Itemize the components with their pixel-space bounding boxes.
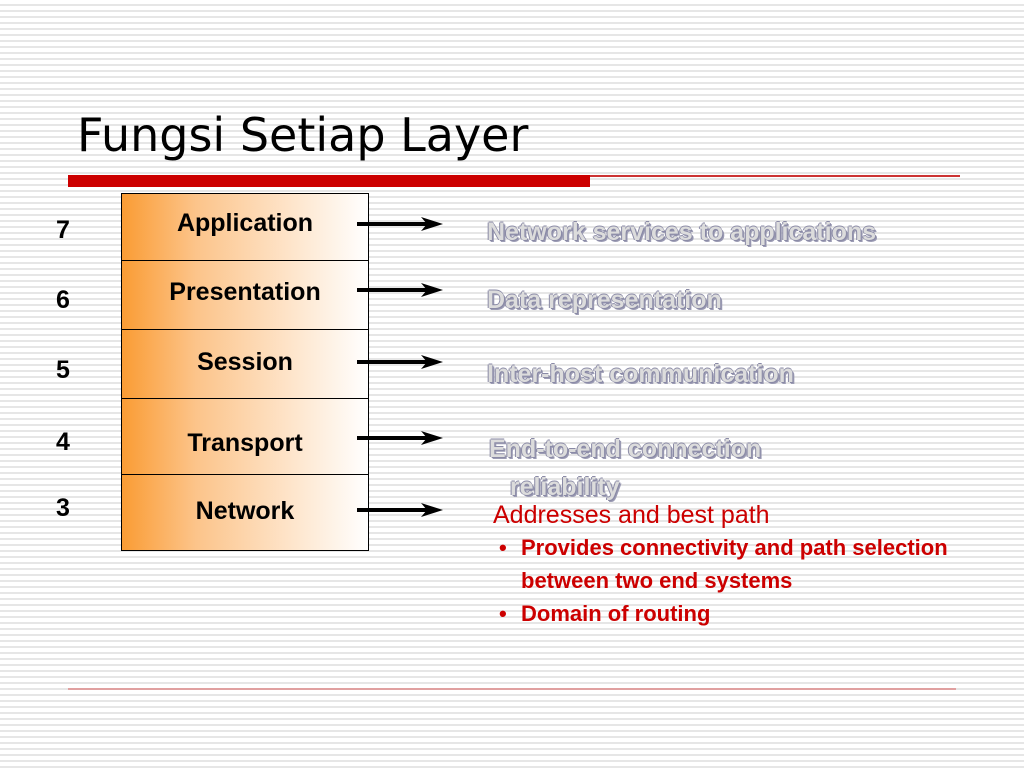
- network-detail: Addresses and best path Provides connect…: [493, 499, 961, 630]
- slide-title: Fungsi Setiap Layer: [77, 108, 529, 162]
- layer-box-session: Session: [121, 329, 369, 399]
- footer-rule: [68, 688, 956, 690]
- description-application: Network services to applications: [487, 218, 877, 246]
- network-detail-bullet: Domain of routing: [493, 597, 961, 630]
- network-detail-list: Provides connectivity and path selection…: [493, 531, 961, 630]
- layer-box-transport: Transport: [121, 398, 369, 475]
- title-underline-bar: [68, 175, 590, 187]
- layer-name-network: Network: [195, 497, 295, 525]
- layer-name-presentation: Presentation: [169, 278, 321, 306]
- layer-number-7: 7: [56, 216, 70, 244]
- layer-number-5: 5: [56, 356, 70, 384]
- layer-box-application: Application: [121, 193, 369, 261]
- layer-name-application: Application: [176, 209, 314, 237]
- description-presentation: Data representation: [487, 286, 722, 314]
- title-underline-rule: [590, 175, 960, 177]
- layer-number-3: 3: [56, 494, 70, 522]
- layer-box-network: Network: [121, 474, 369, 551]
- layer-number-6: 6: [56, 286, 70, 314]
- arrow-application-icon: [357, 217, 443, 231]
- arrow-presentation-icon: [357, 283, 443, 297]
- arrow-session-icon: [357, 355, 443, 369]
- description-transport: End-to-end connection reliability: [489, 435, 762, 501]
- layer-box-presentation: Presentation: [121, 260, 369, 330]
- network-detail-heading: Addresses and best path: [493, 501, 770, 529]
- layer-name-session: Session: [197, 348, 293, 376]
- description-session: Inter-host communication: [487, 360, 794, 388]
- layer-number-4: 4: [56, 428, 70, 456]
- layer-name-transport: Transport: [187, 429, 303, 457]
- network-detail-bullet: Provides connectivity and path selection…: [493, 531, 961, 597]
- arrow-transport-icon: [357, 431, 443, 445]
- arrow-network-icon: [357, 503, 443, 517]
